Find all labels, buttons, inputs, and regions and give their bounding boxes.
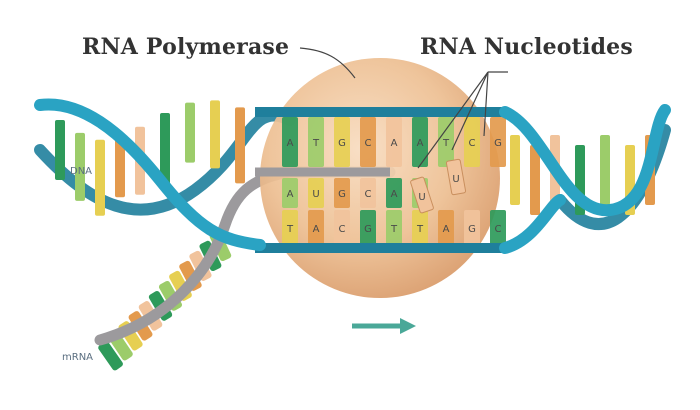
template-base xyxy=(464,117,480,167)
dna-base-pair xyxy=(55,120,65,180)
template-base-letter: C xyxy=(469,138,476,149)
coding-base-letter: C xyxy=(495,224,502,235)
coding-base-letter: G xyxy=(364,224,372,235)
dna-base-pairs-left xyxy=(55,100,245,216)
template-base xyxy=(438,117,454,167)
free-nucleotide-letter: U xyxy=(452,174,459,185)
nucleotide-pointer-1 xyxy=(417,71,489,169)
rna-base-letter: A xyxy=(391,189,398,200)
template-base xyxy=(412,117,428,167)
rna-base xyxy=(282,178,298,208)
dna-base-pair xyxy=(235,107,245,184)
free-nucleotide xyxy=(410,176,434,214)
template-base-letter: A xyxy=(391,138,398,149)
dna-base-pair xyxy=(75,132,85,201)
coding-base xyxy=(412,210,428,246)
template-base xyxy=(282,117,298,167)
mrna-base xyxy=(98,341,123,371)
coding-base-letter: C xyxy=(339,224,346,235)
rna-base xyxy=(334,178,350,208)
template-base xyxy=(334,117,350,167)
coding-base-letter: A xyxy=(443,224,450,235)
template-base-letter: C xyxy=(365,138,372,149)
coding-base xyxy=(360,210,376,246)
nucleotide-pointer-2 xyxy=(451,71,489,151)
dna-base-pair xyxy=(530,145,540,215)
rna-base-letter: A xyxy=(287,189,294,200)
mrna-label: mRNA xyxy=(62,352,94,363)
dna-backbone-front-right-lower xyxy=(499,194,566,254)
template-base xyxy=(308,117,324,167)
coding-base xyxy=(308,210,324,246)
rna-polymerase-label: RNA Polymerase xyxy=(82,34,290,60)
template-base-letter: G xyxy=(338,138,346,149)
rna-base-letter: G xyxy=(338,189,346,200)
coding-base-letter: T xyxy=(390,224,398,235)
template-base xyxy=(360,117,376,167)
coding-base-letter: T xyxy=(286,224,294,235)
dna-base-pair xyxy=(185,102,195,163)
nucleotide-pointer-3 xyxy=(483,71,489,137)
template-base-letter: T xyxy=(312,138,320,149)
coding-base xyxy=(490,210,506,246)
coding-base-letter: T xyxy=(416,224,424,235)
dna-label: DNA xyxy=(70,166,93,177)
dna-base-pair xyxy=(115,137,125,198)
dna-base-pair xyxy=(210,100,220,169)
dna-backbone-front-right xyxy=(499,104,671,217)
rna-base xyxy=(360,178,376,208)
coding-base-letter: G xyxy=(468,224,476,235)
coding-base xyxy=(438,210,454,246)
dna-base-pair xyxy=(600,135,610,205)
coding-base xyxy=(282,210,298,246)
free-nucleotide xyxy=(445,158,467,196)
free-rna-nucleotides: UU xyxy=(410,158,467,214)
rna-nucleotides-label: RNA Nucleotides xyxy=(420,34,633,60)
coding-base xyxy=(334,210,350,246)
dna-base-pair xyxy=(510,135,520,205)
template-base-letter: T xyxy=(442,138,450,149)
direction-arrow-icon xyxy=(352,318,416,334)
dna-backbone-front xyxy=(34,98,266,251)
free-nucleotide-letter: U xyxy=(418,192,425,203)
coding-base xyxy=(464,210,480,246)
rna-base xyxy=(308,178,324,208)
rna-base xyxy=(386,178,402,208)
template-base-letter: A xyxy=(287,138,294,149)
dna-base-pair xyxy=(95,139,105,216)
rna-base-letter: C xyxy=(365,189,372,200)
coding-base-letter: A xyxy=(313,224,320,235)
rna-base-letter: U xyxy=(312,189,319,200)
polymerase-pointer xyxy=(299,47,356,79)
dna-base-pair xyxy=(160,112,170,189)
template-base xyxy=(490,117,506,167)
template-base-letter: G xyxy=(494,138,502,149)
template-base-letter: A xyxy=(417,138,424,149)
coding-base xyxy=(386,210,402,246)
template-base xyxy=(386,117,402,167)
